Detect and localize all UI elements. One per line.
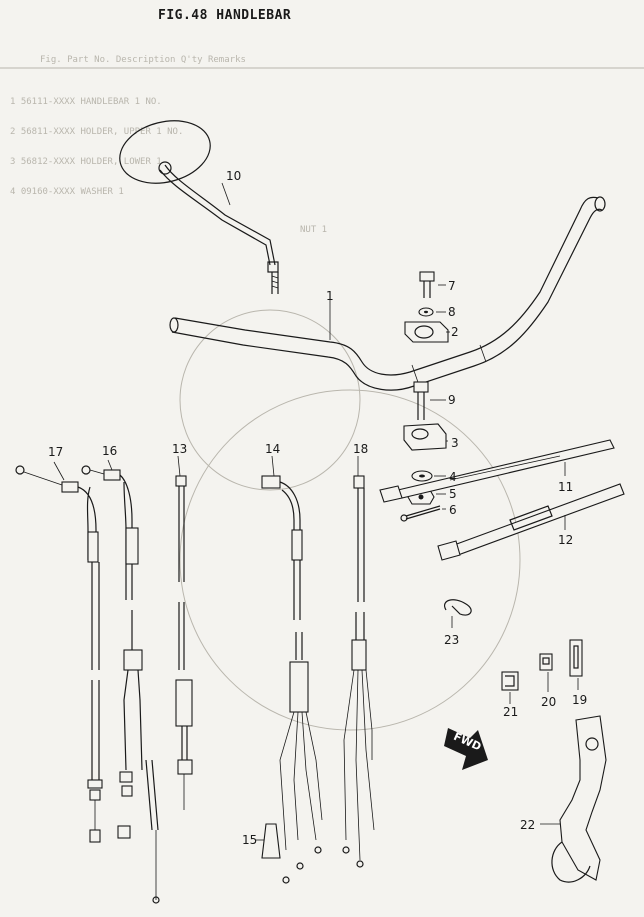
callout-21: 21	[503, 705, 518, 719]
callout-4: 4	[449, 470, 457, 484]
callout-17: 17	[48, 445, 63, 459]
callout-20: 20	[541, 695, 556, 709]
callouts: 1 2 3 4 5 6 7 8 9 10 11 12 13 14 15 16 1…	[48, 169, 587, 847]
callout-12: 12	[558, 533, 573, 547]
part-12-strap	[437, 483, 625, 561]
part-10-mirror	[119, 120, 279, 294]
part-18-cable	[342, 456, 375, 868]
callout-23: 23	[444, 633, 459, 647]
part-17-cable	[15, 461, 103, 843]
part-20-clip	[539, 653, 553, 692]
svg-text:4 09160-XXXX WASHER: 4 09160-XXXX WASHER 1	[10, 187, 124, 197]
part-15-boot	[256, 823, 281, 859]
part-1-handlebar	[169, 196, 606, 391]
part-4-washer	[411, 470, 446, 482]
svg-text:1 56111-XXXX HANDLEBAR: 1 56111-XXXX HANDLEBAR 1 NO.	[10, 97, 162, 107]
part-16-cable	[81, 459, 160, 904]
callout-13: 13	[172, 442, 187, 456]
part-8-washer	[418, 307, 446, 317]
part-14-cable	[261, 455, 323, 884]
callout-9: 9	[448, 393, 456, 407]
callout-5: 5	[449, 487, 457, 501]
part-11-strap	[379, 439, 615, 503]
svg-text:3 56812-XXXX HOLDER, LOWE: 3 56812-XXXX HOLDER, LOWER 1	[10, 157, 162, 167]
part-13-cable	[175, 455, 193, 810]
callout-19: 19	[572, 693, 587, 707]
bleed-through: Fig. Part No. Description Q'ty Remarks 1…	[0, 55, 644, 731]
part-6-cotter-pin	[400, 505, 446, 522]
callout-10: 10	[226, 169, 241, 183]
part-22-bracket	[540, 715, 607, 883]
callout-6: 6	[449, 503, 457, 517]
callout-7: 7	[448, 279, 456, 293]
callout-14: 14	[265, 442, 280, 456]
figure-title: FIG.48 HANDLEBAR	[158, 8, 292, 23]
part-7-bolt	[419, 271, 446, 298]
part-9-bolt	[413, 381, 446, 420]
callout-1: 1	[326, 289, 334, 303]
svg-text:Fig. Part No. Descriptio: Fig. Part No. Description Q'ty Remarks	[40, 55, 246, 65]
callout-22: 22	[520, 818, 535, 832]
part-21-clip	[501, 671, 519, 704]
callout-11: 11	[558, 480, 573, 494]
callout-16: 16	[102, 444, 117, 458]
fwd-arrow: FWD	[444, 728, 488, 770]
callout-3: 3	[451, 436, 459, 450]
callout-8: 8	[448, 305, 456, 319]
callout-15: 15	[242, 833, 257, 847]
callout-18: 18	[353, 442, 368, 456]
callout-2: 2	[451, 325, 459, 339]
part-2-upper-holder	[404, 321, 450, 343]
svg-text:2 56811-XXXX HOLDER, UPPE: 2 56811-XXXX HOLDER, UPPER 1 NO.	[10, 127, 183, 137]
part-23-ring	[444, 599, 472, 628]
svg-text:NUT 1: NUT 1	[300, 225, 327, 235]
part-19-clip	[569, 639, 583, 690]
part-3-lower-holder	[403, 423, 448, 451]
